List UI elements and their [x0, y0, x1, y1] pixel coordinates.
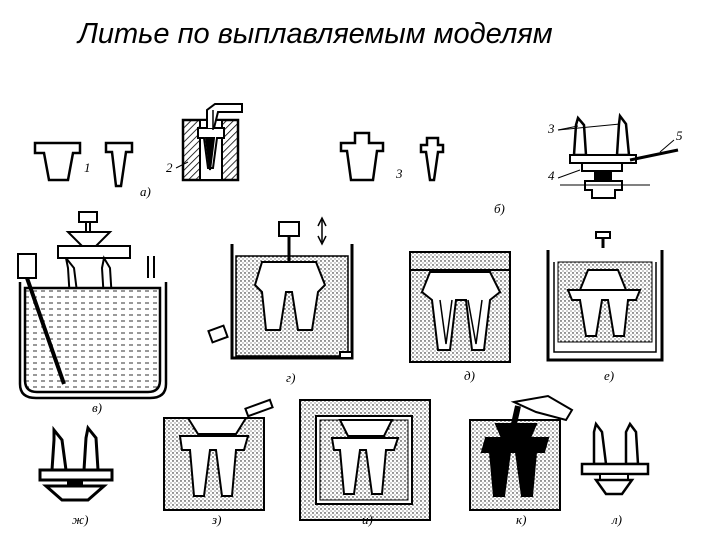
stage-label-e: е)	[604, 368, 614, 383]
stage-v-cluster	[57, 211, 155, 301]
stage-label-a: а)	[140, 184, 151, 199]
stage-z-flask	[163, 398, 274, 511]
number-3-b: 3	[547, 121, 555, 136]
number-1: 1	[84, 160, 91, 175]
stage-a-pattern-parts	[33, 141, 134, 188]
stage-k-pouring	[469, 394, 574, 511]
stage-d-flask	[409, 251, 511, 363]
number-4: 4	[548, 168, 555, 183]
stage-label-b: б)	[494, 201, 505, 216]
stage-zh-shell	[38, 424, 114, 502]
stage-e-melting-tank	[546, 231, 664, 362]
number-3: 3	[395, 166, 403, 181]
stage-v-slurry-tank	[17, 253, 168, 400]
stage-l-casting	[580, 421, 650, 496]
stage-label-k: к)	[516, 512, 526, 527]
stage-label-l: л)	[611, 512, 622, 527]
stage-i-frame	[299, 399, 431, 521]
stage-label-v: в)	[92, 400, 102, 415]
number-2: 2	[166, 160, 173, 175]
stage-label-zh: ж)	[72, 512, 88, 527]
stage-a-die	[181, 103, 243, 182]
page-title: Литье по выплавляемым моделям	[78, 18, 553, 50]
stage-label-z: з)	[211, 512, 221, 527]
stage-label-i: и)	[362, 512, 373, 527]
stage-b-pattern-parts	[339, 131, 445, 182]
number-5: 5	[676, 128, 683, 143]
stage-label-d: д)	[464, 368, 475, 383]
stage-label-g: г)	[286, 370, 295, 385]
stage-g-tank	[207, 216, 354, 360]
